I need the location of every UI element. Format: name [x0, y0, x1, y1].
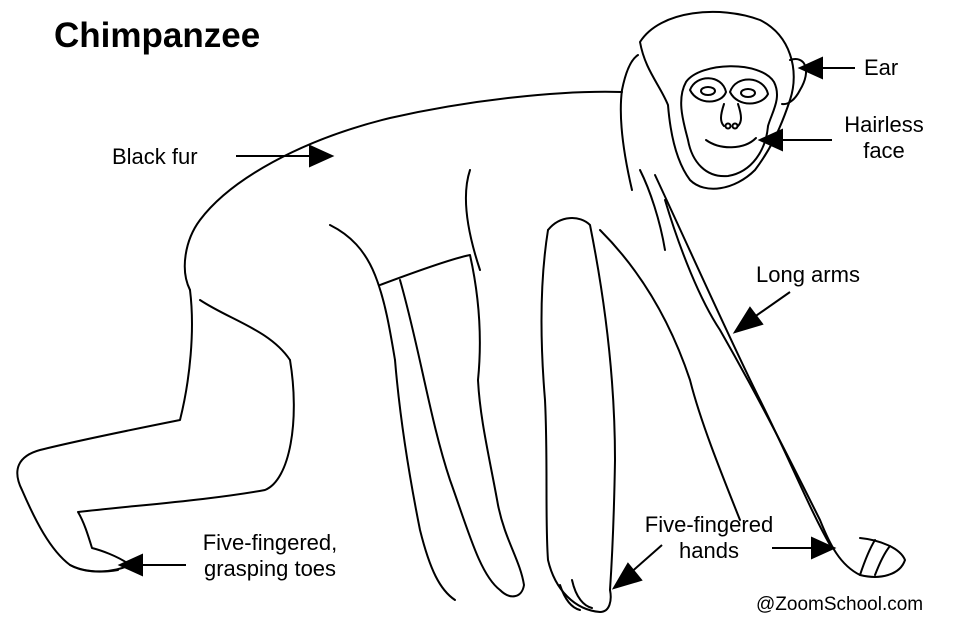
nose — [721, 104, 741, 126]
label-grasping-toes-line2: grasping toes — [180, 556, 360, 582]
credit-text: @ZoomSchool.com — [756, 594, 923, 616]
rear-foot-bottom — [70, 565, 118, 572]
near-hand-fingers — [560, 580, 592, 610]
label-five-fingered-hands: Five-fingered hands — [626, 512, 792, 564]
near-arm-outer — [548, 218, 615, 590]
label-hands-line1: Five-fingered — [626, 512, 792, 538]
right-eye — [741, 89, 755, 97]
neck — [621, 55, 638, 190]
rear-leg-outer — [17, 290, 192, 571]
near-arm-elbow — [600, 230, 740, 520]
label-hairless-face-line2: face — [828, 138, 940, 164]
far-hand-fingers — [860, 540, 890, 575]
label-grasping-toes: Five-fingered, grasping toes — [180, 530, 360, 582]
label-long-arms: Long arms — [756, 262, 860, 288]
left-eye-ridge — [690, 78, 726, 101]
inner-leg — [395, 360, 455, 600]
rear-leg-knee — [200, 300, 290, 360]
chest-line — [640, 170, 665, 250]
front-leg — [400, 280, 524, 596]
label-hairless-face: Hairless face — [828, 112, 940, 164]
mouth — [706, 138, 756, 147]
label-grasping-toes-line1: Five-fingered, — [180, 530, 360, 556]
left-eye — [701, 87, 715, 95]
nostril-right — [733, 124, 738, 129]
diagram-title: Chimpanzee — [54, 16, 260, 56]
label-black-fur: Black fur — [112, 144, 198, 170]
label-hands-line2: hands — [626, 538, 792, 564]
back-line — [185, 92, 622, 290]
nostril-left — [726, 124, 731, 129]
label-hairless-face-line1: Hairless — [828, 112, 940, 138]
right-eye-ridge — [730, 79, 768, 103]
thigh-line — [330, 225, 395, 360]
label-ear: Ear — [864, 55, 898, 81]
